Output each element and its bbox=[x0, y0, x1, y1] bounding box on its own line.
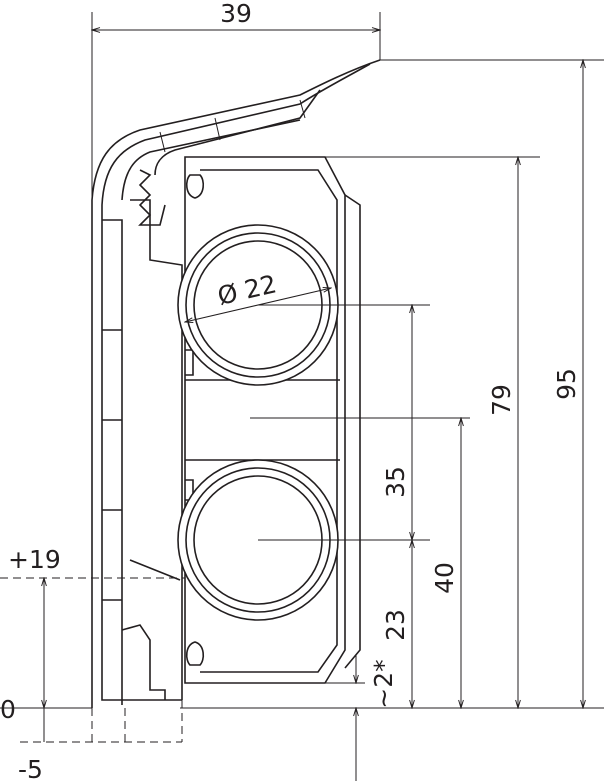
level-minus5-label: -5 bbox=[18, 755, 43, 781]
dim-95-label: 95 bbox=[552, 368, 581, 400]
dim-35-label: 35 bbox=[381, 466, 410, 498]
dimension-lines bbox=[0, 12, 604, 781]
level-zero-label: 0 bbox=[0, 695, 16, 724]
dim-40-label: 40 bbox=[430, 562, 459, 594]
cover-profile bbox=[91, 59, 381, 708]
dim-79-label: 79 bbox=[487, 384, 516, 416]
dim-width-label: 39 bbox=[220, 0, 252, 28]
dim-gap-label: ~2* bbox=[369, 659, 398, 708]
level-plus19-label: +19 bbox=[8, 545, 61, 574]
dim-23-label: 23 bbox=[381, 609, 410, 641]
